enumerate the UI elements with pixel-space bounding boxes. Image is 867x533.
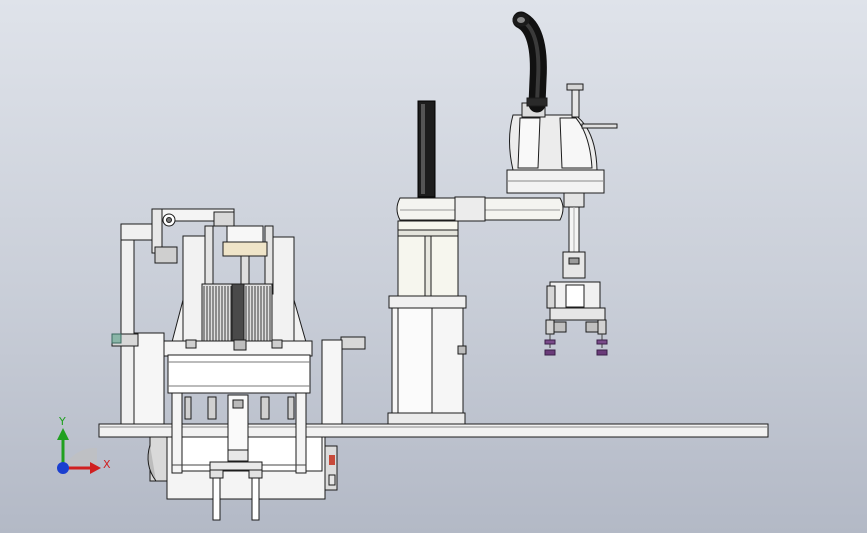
- robot-pedestal: [387, 220, 467, 425]
- vertical-post: [417, 100, 436, 198]
- stacking-module: [151, 208, 313, 474]
- y-axis-label: Y: [59, 415, 66, 428]
- robot-cable: [512, 11, 548, 113]
- base-plate: [98, 423, 769, 438]
- x-axis-label: X: [103, 458, 111, 471]
- scara-robot: [396, 83, 618, 279]
- gripper-assembly: [544, 281, 608, 356]
- axis-triad: [57, 428, 101, 474]
- left-bracket: [111, 223, 366, 425]
